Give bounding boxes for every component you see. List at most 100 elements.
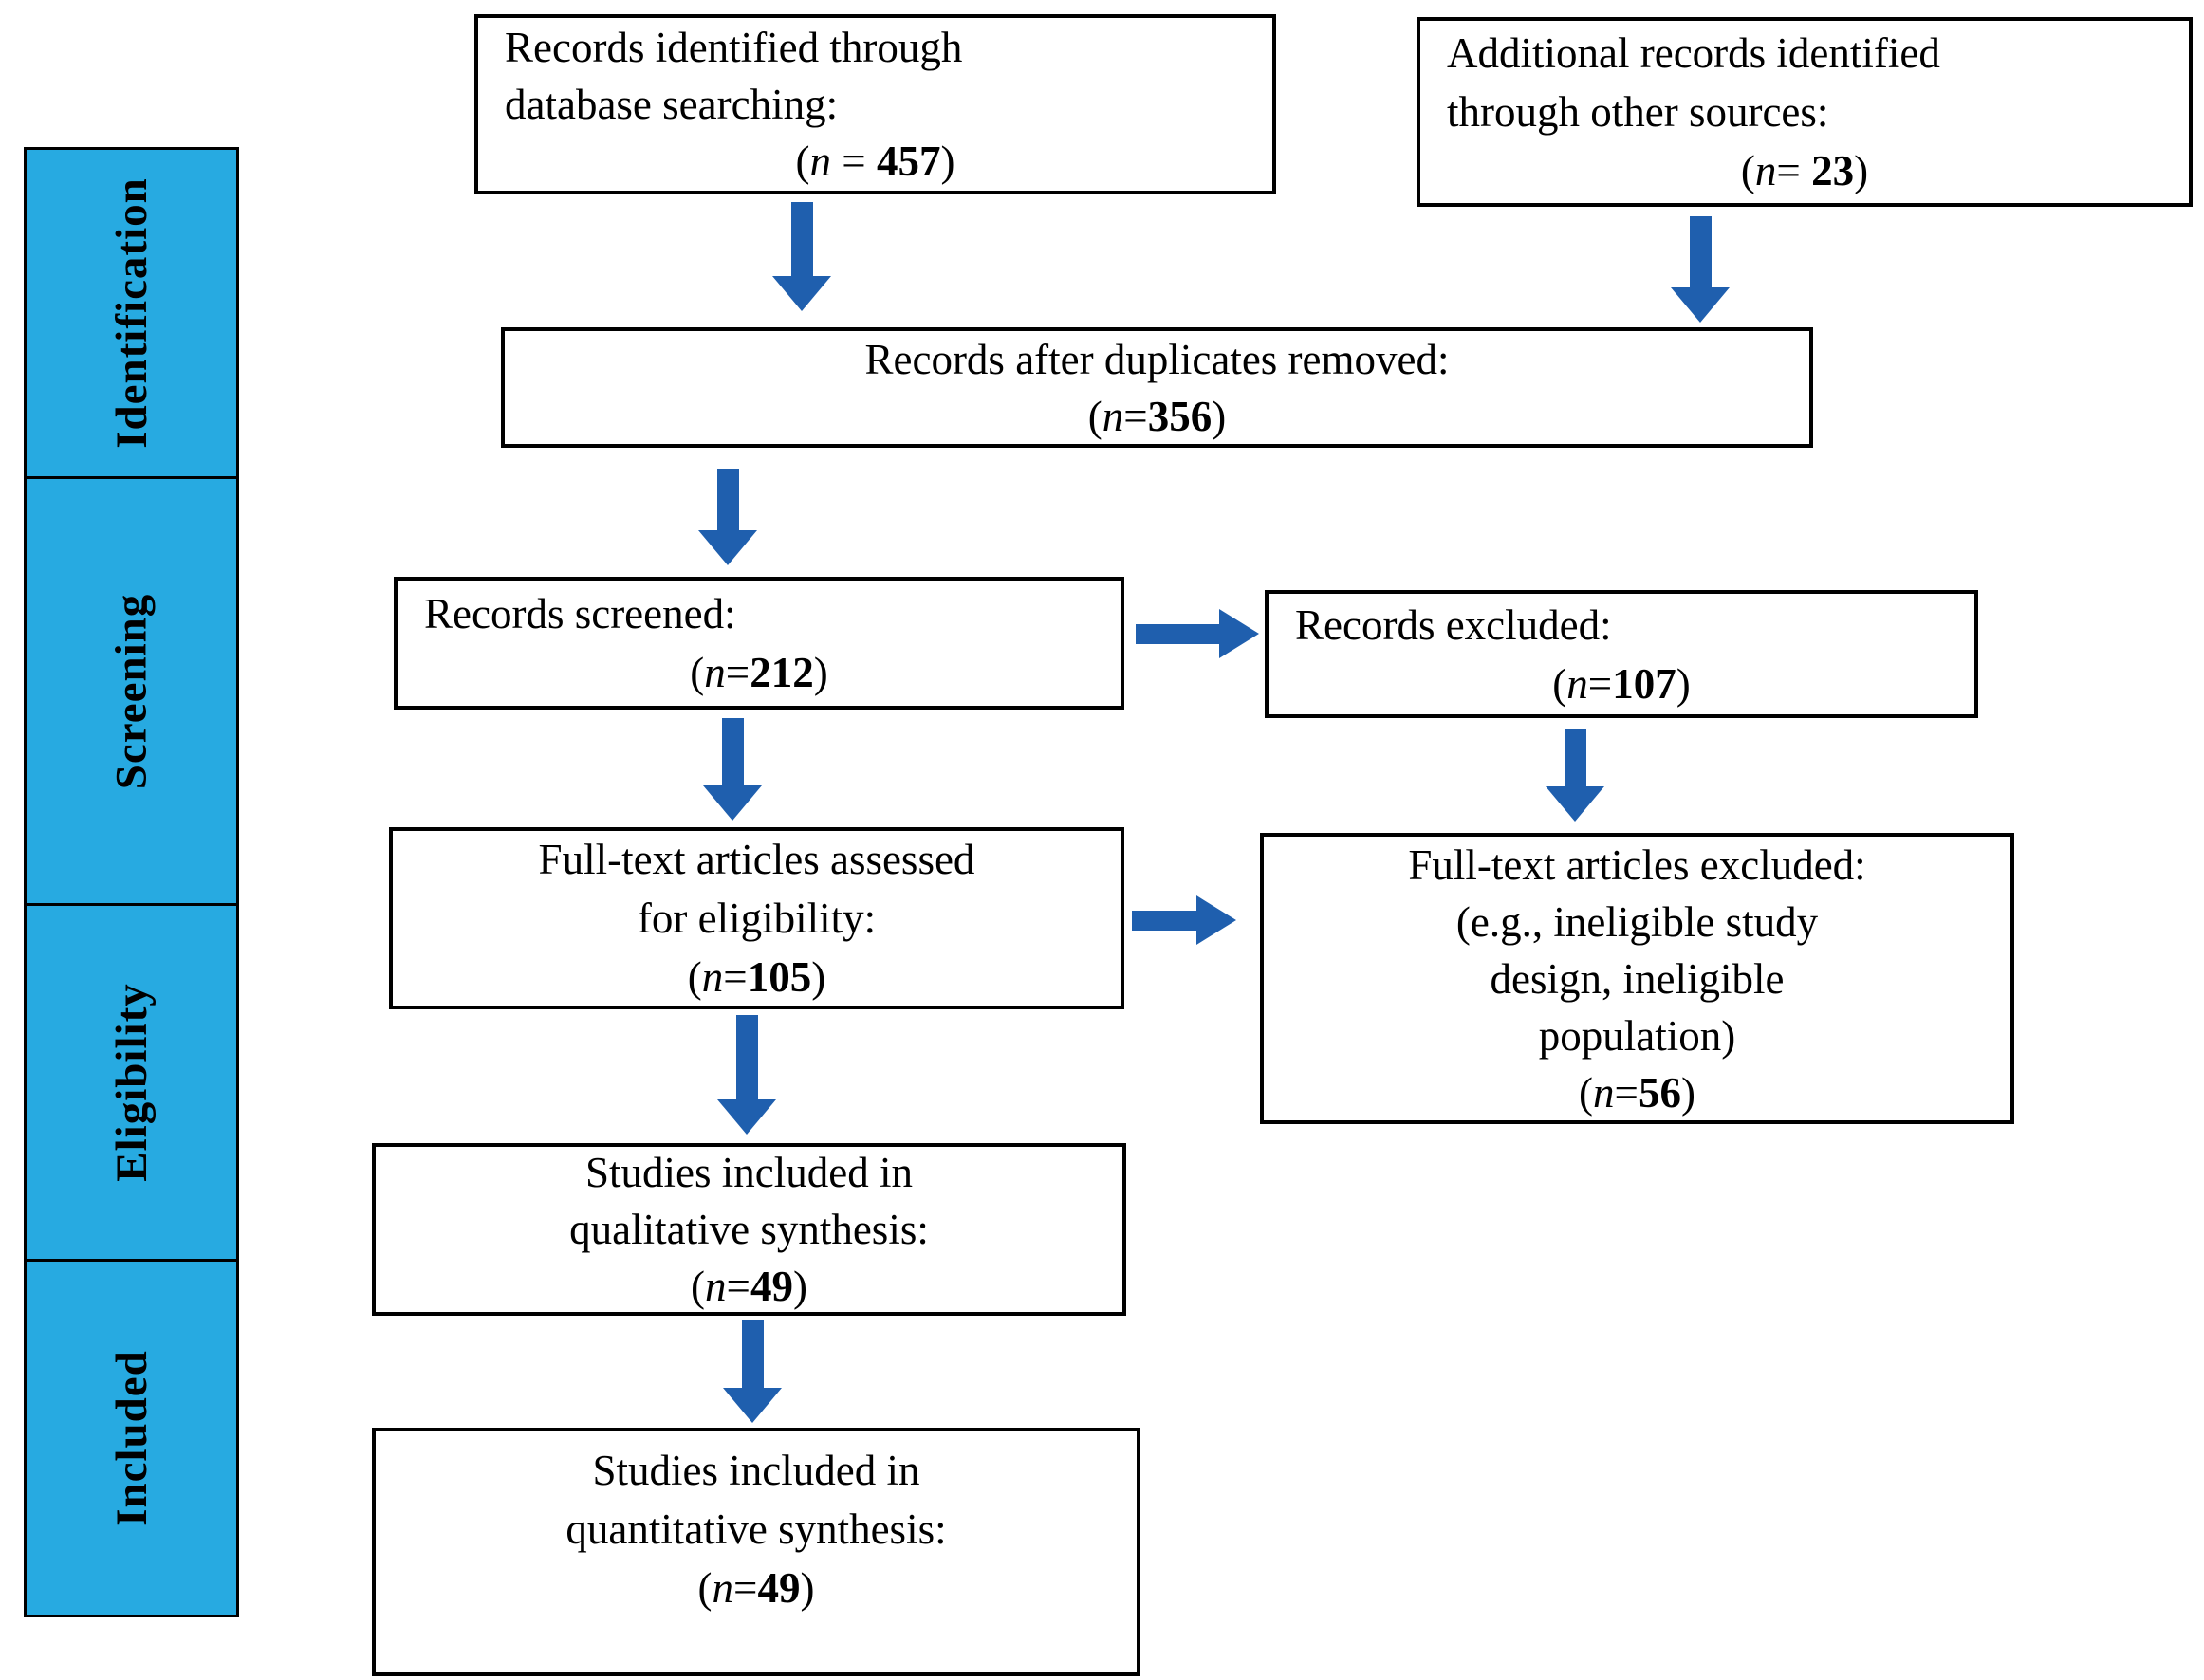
box-text-line: quantitative synthesis: [565,1505,947,1553]
stage-label-screening: Screening [106,593,157,789]
n-var: n [809,138,832,185]
box-n-line: (n=105) [393,948,1121,1006]
arrow-shaft [1132,910,1196,931]
arrow-shaft [790,202,813,276]
arrow-shaft [716,469,739,530]
stage-label-included: Included [106,1350,157,1526]
n-close: ) [1212,392,1227,440]
arrow-head [1219,609,1259,658]
n-close: ) [1680,1068,1695,1117]
box-n-line: (n=212) [398,643,1121,702]
box-n-line: (n = 457) [478,133,1272,190]
box-text-line: through other sources: [1447,88,1829,136]
box-text-line: Full-text articles assessed [538,836,975,883]
box-text-line: for eligibility: [637,895,877,942]
box-text-line: Additional records identified [1447,29,1940,77]
box-text-line: qualitative synthesis: [569,1206,929,1253]
n-value: 457 [876,138,941,185]
n-open: ( [1087,392,1102,440]
box-n-line: (n=49) [376,1559,1137,1617]
n-value: 105 [747,953,812,1001]
flow-arrow-identified-to-duplicates [772,202,831,311]
n-value: 107 [1612,659,1676,708]
n-close: ) [940,138,955,185]
n-eq: = [733,1564,758,1612]
n-eq: = [726,1263,750,1310]
arrow-head [772,276,831,311]
arrow-shaft [1689,216,1712,287]
n-eq: = [831,138,877,185]
flow-arrow-qualitative-to-quantitative [723,1320,782,1423]
box-additional-records: Additional records identified through ot… [1417,17,2193,207]
box-text-line: Records after duplicates removed: [864,335,1450,383]
arrow-shaft [1564,729,1586,786]
box-n-line: (n= 23) [1420,141,2189,200]
n-open: ( [795,138,810,185]
stage-band-eligibility: Eligibility [24,903,239,1262]
n-close: ) [800,1564,815,1612]
n-open: ( [687,953,702,1001]
box-text-line: population) [1538,1011,1736,1060]
n-value: 356 [1147,392,1213,440]
flow-arrow-excluded-to-fulltext-excluded [1546,729,1604,822]
box-text-line: (e.g., ineligible study [1455,897,1819,946]
n-var: n [1754,147,1777,194]
arrow-head [1196,895,1236,945]
n-open: ( [1740,147,1755,194]
n-eq: = [1123,392,1148,440]
n-var: n [1593,1068,1615,1117]
flow-arrow-screened-to-excluded [1136,609,1259,658]
n-close: ) [811,953,826,1001]
n-value: 49 [757,1564,801,1612]
n-var: n [1566,659,1588,708]
arrow-head [698,530,757,565]
n-close: ) [1676,659,1691,708]
arrow-shaft [741,1320,764,1388]
arrow-shaft [1136,623,1219,644]
arrow-head [717,1099,776,1135]
arrow-shaft [721,718,744,785]
box-fulltext-assessed: Full-text articles assessed for eligibil… [389,827,1124,1009]
n-value: 56 [1638,1068,1681,1117]
arrow-head [1671,287,1730,323]
box-records-excluded: Records excluded: (n=107) [1265,590,1978,718]
n-var: n [705,1263,727,1310]
box-records-identified: Records identified through database sear… [474,14,1276,194]
n-var: n [701,953,724,1001]
box-qualitative-synthesis: Studies included in qualitative synthesi… [372,1143,1126,1316]
box-text-line: Studies included in [592,1447,920,1494]
flow-arrow-fulltext-to-qualitative [717,1015,776,1135]
box-n-line: (n=56) [1264,1064,2010,1121]
box-text-line: Records screened: [424,590,736,637]
n-close: ) [1854,147,1869,194]
box-text-line: Records identified through [505,24,963,71]
n-eq: = [1587,659,1613,708]
n-close: ) [792,1263,807,1310]
arrow-head [1546,786,1604,822]
n-eq: = [1776,147,1812,194]
box-text-line: Full-text articles excluded: [1408,840,1866,889]
box-n-line: (n=49) [376,1258,1122,1315]
box-text-line: database searching: [505,81,839,128]
arrow-shaft [735,1015,758,1099]
box-text-line: design, ineligible [1490,954,1785,1003]
n-open: ( [697,1564,713,1612]
box-text-line: Studies included in [585,1149,913,1196]
flow-arrow-fulltext-to-fulltext-excluded [1132,895,1236,945]
n-value: 49 [750,1263,793,1310]
n-eq: = [725,649,750,696]
n-open: ( [691,1263,706,1310]
flow-arrow-additional-to-duplicates [1671,216,1730,323]
box-records-screened: Records screened: (n=212) [394,577,1124,710]
n-eq: = [1614,1068,1639,1117]
n-open: ( [1579,1068,1594,1117]
stage-band-included: Included [24,1259,239,1617]
n-close: ) [813,649,828,696]
box-n-line: (n=107) [1269,655,1974,713]
arrow-head [703,785,762,821]
n-open: ( [1552,659,1567,708]
stage-label-eligibility: Eligibility [106,983,157,1182]
n-var: n [704,649,726,696]
arrow-head [723,1388,782,1423]
